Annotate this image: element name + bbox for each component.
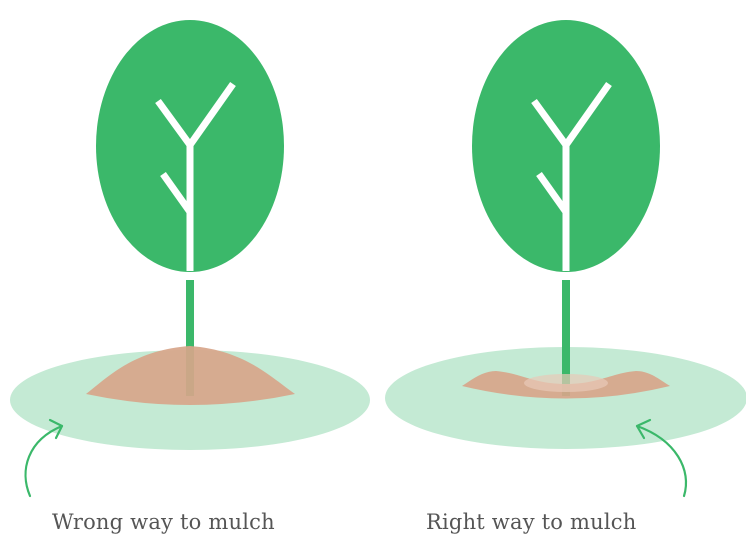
arrow-right-shaft [635,424,688,498]
arrow-wrong [24,418,64,498]
trunk-right [562,280,570,396]
caption-right-way: Right way to mulch [426,510,637,534]
mulch-inner-clearing [524,374,608,392]
mulch-volcano [86,346,295,405]
branch-lower-left-wrong [160,171,193,215]
branch-upper-right-wrong [187,81,236,148]
panel-wrong [10,20,370,450]
arrow-wrong-shaft [24,424,64,498]
branch-lower-left-right [536,171,569,215]
branches-right [531,81,612,271]
arrow-right-head [635,418,652,440]
branch-upper-right-right [563,81,612,148]
caption-wrong-way: Wrong way to mulch [52,510,275,534]
branches-wrong [155,81,236,271]
arrow-right [635,418,688,498]
panel-right [385,20,746,449]
tree-right [472,20,660,396]
tree-wrong [96,20,284,396]
trunk-wrong [186,280,194,396]
branch-upper-left-right [531,98,569,148]
arrow-wrong-head [48,418,64,440]
branch-upper-left-wrong [155,98,193,148]
